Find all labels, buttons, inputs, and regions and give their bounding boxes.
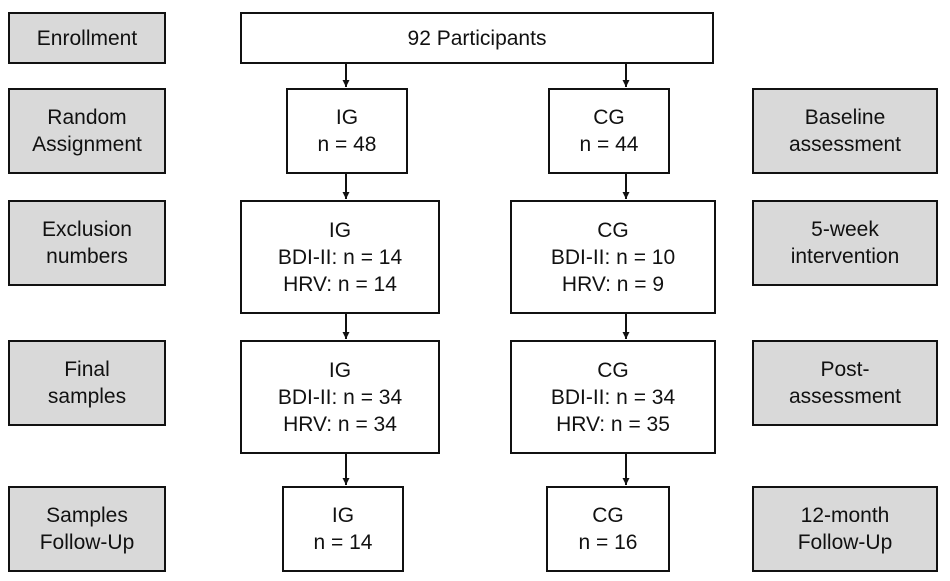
label-post-assessment: Post- assessment [752, 340, 938, 426]
node-line: 92 Participants [407, 26, 547, 50]
label-final-samples: Final samples [8, 340, 166, 426]
node-cg-follow-up: CG n = 16 [546, 486, 670, 572]
label-samples-follow-up: Samples Follow-Up [8, 486, 166, 572]
node-line: BDI-II: n = 14 [277, 245, 403, 269]
node-cg-exclusion: CG BDI-II: n = 10 HRV: n = 9 [510, 200, 716, 314]
label-line: Enrollment [36, 26, 138, 50]
node-line: n = 14 [313, 531, 373, 554]
node-line: CG [592, 504, 624, 527]
node-line: CG [597, 358, 629, 382]
label-line: numbers [46, 245, 128, 268]
node-line: BDI-II: n = 34 [277, 385, 403, 409]
node-line: HRV: n = 34 [283, 412, 397, 436]
node-ig-final: IG BDI-II: n = 34 HRV: n = 34 [240, 340, 440, 454]
label-enrollment: Enrollment [8, 12, 166, 64]
label-line: 5-week [811, 218, 879, 241]
label-line: 12-month [800, 504, 890, 527]
label-baseline-assessment: Baseline assessment [752, 88, 938, 174]
node-line: IG [328, 358, 352, 382]
node-line: CG [593, 106, 625, 129]
label-line: Final [64, 358, 110, 381]
label-line: intervention [790, 245, 900, 268]
node-cg-random: CG n = 44 [548, 88, 670, 174]
label-line: samples [47, 385, 127, 408]
label-line: assessment [788, 385, 902, 408]
node-cg-final: CG BDI-II: n = 34 HRV: n = 35 [510, 340, 716, 454]
node-ig-exclusion: IG BDI-II: n = 14 HRV: n = 14 [240, 200, 440, 314]
node-line: n = 44 [579, 133, 639, 156]
node-line: n = 48 [317, 133, 377, 156]
label-line: Post- [820, 358, 870, 381]
node-line: n = 16 [578, 531, 638, 554]
label-line: Exclusion [42, 218, 132, 241]
label-line: Samples [46, 504, 128, 527]
node-line: HRV: n = 9 [561, 272, 665, 296]
label-exclusion-numbers: Exclusion numbers [8, 200, 166, 286]
node-line: BDI-II: n = 10 [550, 245, 676, 269]
node-line: IG [335, 106, 359, 129]
label-12-month-follow-up: 12-month Follow-Up [752, 486, 938, 572]
label-line: Follow-Up [797, 531, 893, 554]
node-ig-random: IG n = 48 [286, 88, 408, 174]
label-line: assessment [788, 133, 902, 156]
label-line: Baseline [804, 106, 886, 129]
node-line: IG [328, 218, 352, 242]
node-line: BDI-II: n = 34 [550, 385, 676, 409]
label-line: Random [47, 106, 127, 129]
node-line: HRV: n = 35 [556, 412, 670, 436]
node-line: HRV: n = 14 [283, 272, 397, 296]
label-line: Follow-Up [39, 531, 135, 554]
node-line: CG [597, 218, 629, 242]
label-random-assignment: Random Assignment [8, 88, 166, 174]
node-ig-follow-up: IG n = 14 [282, 486, 404, 572]
label-line: Assignment [32, 133, 142, 156]
label-5-week-intervention: 5-week intervention [752, 200, 938, 286]
node-line: IG [331, 504, 355, 527]
node-participants: 92 Participants [240, 12, 714, 64]
